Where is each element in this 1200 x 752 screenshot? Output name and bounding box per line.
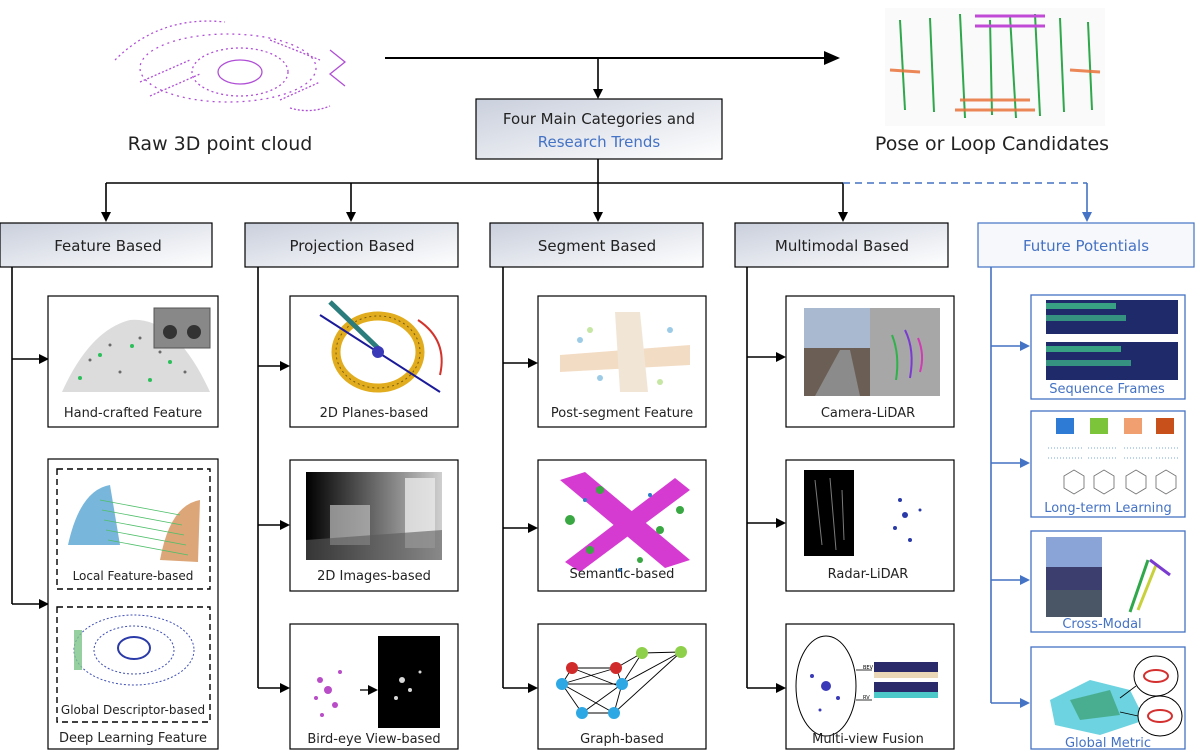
raw-point-cloud-image (114, 20, 347, 112)
item-sequence-frames: Sequence Frames (1049, 382, 1165, 397)
item-semantic: Semantic-based (570, 567, 675, 582)
projection-connectors (257, 267, 290, 693)
card-hand-crafted: Hand-crafted Feature (47, 295, 219, 428)
card-cross-modal: Cross-Modal (1030, 530, 1186, 633)
multimodal-connectors (746, 267, 786, 693)
subitem-global-descriptor: Global Descriptor-based (61, 703, 205, 717)
item-bird-eye-view: Bird-eye View-based (307, 732, 440, 747)
item-post-segment: Post-segment Feature (551, 406, 693, 421)
card-semantic: Semantic-based (537, 459, 707, 592)
card-global-metric: Global Metric (1030, 646, 1186, 751)
item-2d-planes: 2D Planes-based (320, 406, 429, 421)
card-2d-images: 2D Images-based (289, 459, 459, 592)
item-radar-lidar: Radar-LiDAR (828, 567, 909, 582)
output-label: Pose or Loop Candidates (875, 133, 1109, 155)
item-graph: Graph-based (580, 732, 664, 747)
header-future-potentials-label: Future Potentials (1023, 237, 1149, 255)
branch-connectors (101, 159, 848, 222)
center-title-line1: Four Main Categories and (503, 110, 695, 128)
card-post-segment: Post-segment Feature (537, 295, 707, 428)
header-future-potentials: Future Potentials (977, 222, 1195, 268)
segment-connectors (502, 267, 538, 693)
card-bird-eye-view: Bird-eye View-based (289, 623, 459, 750)
item-global-metric: Global Metric (1065, 736, 1151, 751)
item-cross-modal: Cross-Modal (1062, 617, 1141, 632)
header-multimodal-based: Multimodal Based (734, 222, 949, 268)
future-connectors (990, 267, 1030, 708)
center-box: Four Main Categories and Research Trends (475, 98, 723, 160)
sub-global-descriptor: Global Descriptor-based (56, 606, 211, 723)
item-2d-images: 2D Images-based (317, 569, 431, 584)
item-deep-learning-feature: Deep Learning Feature (59, 731, 207, 746)
item-camera-lidar: Camera-LiDAR (821, 406, 915, 421)
header-feature-based: Feature Based (0, 222, 213, 268)
card-deep-learning: Local Feature-based Global Descriptor-ba… (47, 458, 219, 750)
header-feature-based-label: Feature Based (54, 237, 162, 255)
header-segment-based-label: Segment Based (538, 237, 656, 255)
header-projection-based-label: Projection Based (290, 237, 415, 255)
subitem-local-feature: Local Feature-based (73, 569, 194, 583)
card-multi-view-fusion: BEV RV Multi-view Fusion (785, 623, 955, 750)
card-sequence-frames: Sequence Frames (1030, 294, 1186, 400)
feature-connectors (11, 267, 49, 609)
rv-label: RV (863, 695, 870, 701)
item-multi-view-fusion: Multi-view Fusion (812, 732, 924, 747)
pose-candidates-image (885, 8, 1105, 126)
header-projection-based: Projection Based (244, 222, 459, 268)
sub-local-feature: Local Feature-based (56, 468, 211, 590)
input-label: Raw 3D point cloud (128, 133, 313, 155)
header-multimodal-based-label: Multimodal Based (775, 237, 909, 255)
center-title-line2: Research Trends (538, 133, 661, 151)
item-hand-crafted-feature: Hand-crafted Feature (64, 406, 202, 421)
card-radar-lidar: Radar-LiDAR (785, 459, 955, 592)
item-long-term-learning: Long-term Learning (1044, 501, 1172, 516)
card-long-term-learning: Long-term Learning (1030, 410, 1186, 518)
bev-label: BEV (863, 665, 874, 671)
header-segment-based: Segment Based (489, 222, 704, 268)
card-camera-lidar: Camera-LiDAR (785, 295, 955, 428)
card-2d-planes: 2D Planes-based (289, 295, 459, 428)
future-connector (843, 182, 1092, 222)
card-graph: Graph-based (537, 623, 707, 750)
